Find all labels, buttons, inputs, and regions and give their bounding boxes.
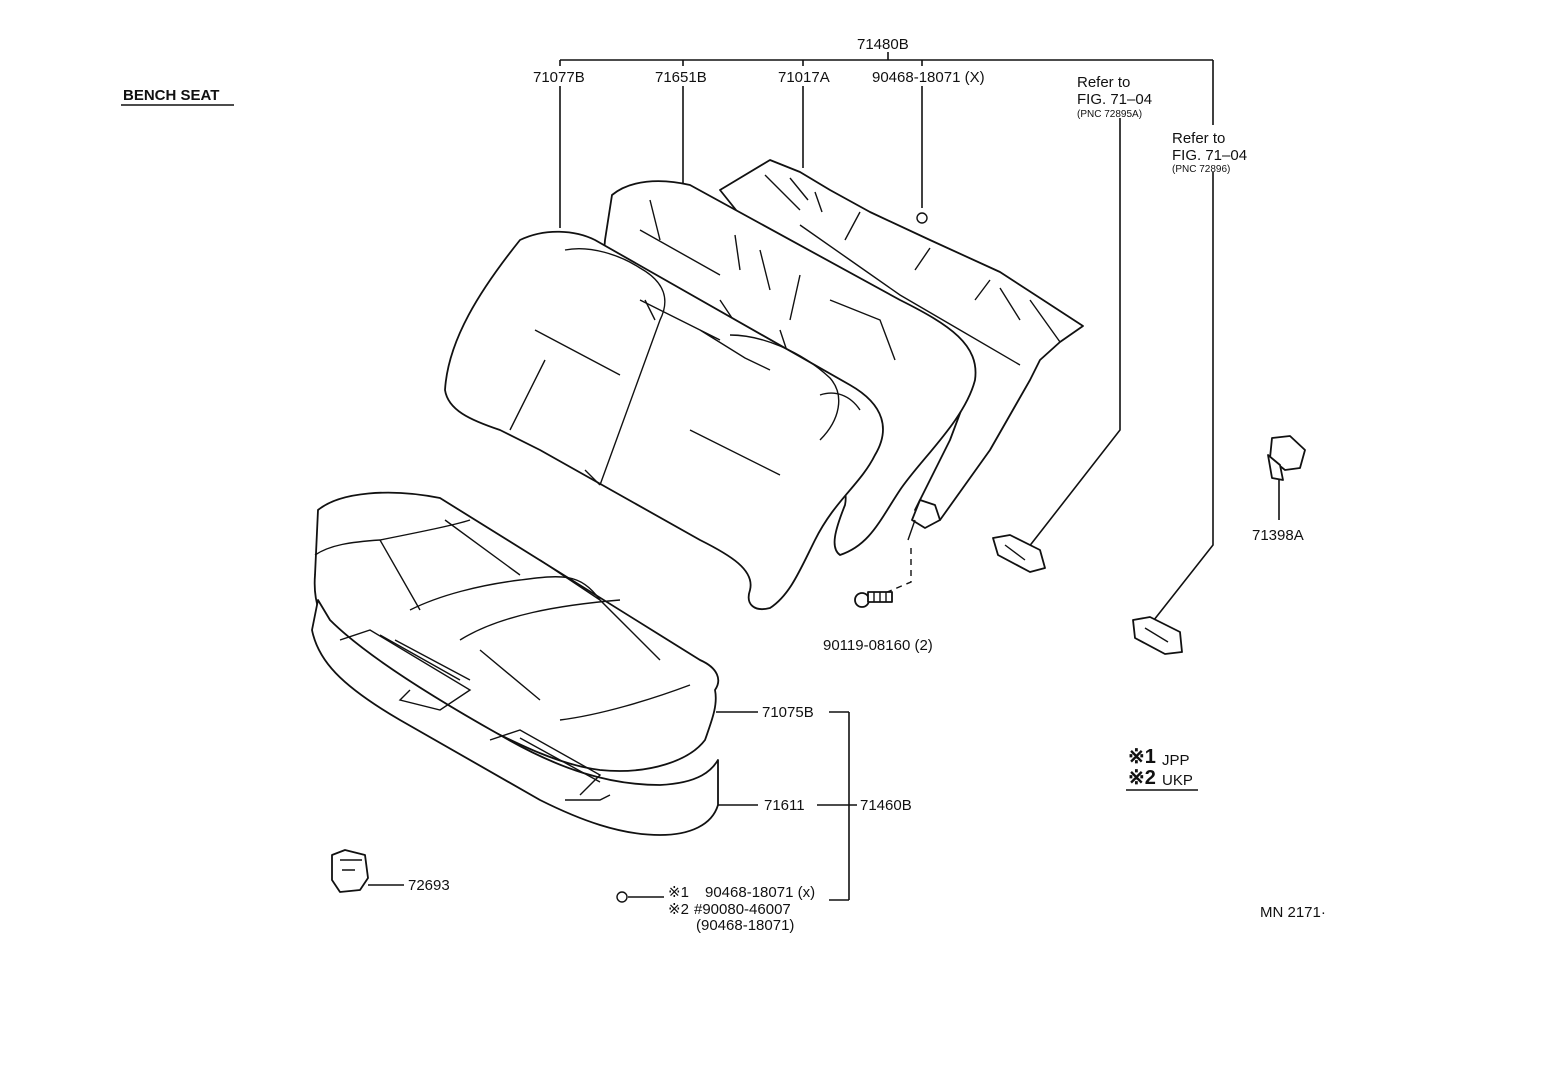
label-71611: 71611 bbox=[764, 797, 805, 814]
hinge-cover-icon bbox=[1267, 435, 1306, 481]
legend-2-text: UKP bbox=[1162, 772, 1193, 789]
hinge-cover-72895a-icon bbox=[992, 534, 1046, 573]
leader-lines bbox=[368, 52, 1280, 901]
refer-1-line-3: (PNC 72895A) bbox=[1077, 109, 1142, 120]
clip-72693-icon bbox=[331, 849, 369, 893]
seatback-clip bbox=[907, 499, 941, 541]
legend-2-mark: ※2 bbox=[1128, 767, 1156, 789]
refer-2-line-1: Refer to bbox=[1172, 130, 1225, 147]
label-71398a: 71398A bbox=[1252, 527, 1304, 544]
label-71075b: 71075B bbox=[762, 704, 814, 721]
label-71017a: 71017A bbox=[778, 69, 830, 86]
diagram-title: BENCH SEAT bbox=[123, 87, 219, 104]
refer-2-line-3: (PNC 72896) bbox=[1172, 164, 1230, 175]
region-legend: ※1 JPP ※2 UKP bbox=[1126, 746, 1198, 791]
legend-1-text: JPP bbox=[1162, 752, 1190, 769]
hog-ring-1-mark: ※1 bbox=[668, 884, 689, 901]
refer-1-line-1: Refer to bbox=[1077, 74, 1130, 91]
label-71651b: 71651B bbox=[655, 69, 707, 86]
cushion-pad bbox=[311, 599, 719, 836]
seatback-cover bbox=[444, 230, 884, 610]
hog-ring-2-mark: ※2 bbox=[668, 901, 689, 918]
cushion-cover bbox=[313, 491, 720, 772]
label-90119-08160: 90119-08160 (2) bbox=[823, 637, 933, 654]
hog-ring-icon bbox=[616, 891, 628, 903]
hog-ring-2-part: #90080-46007 bbox=[694, 901, 791, 918]
refer-1-line-2: FIG. 71–04 bbox=[1077, 91, 1152, 108]
label-72693: 72693 bbox=[408, 877, 450, 894]
diagram-code: MN 2171· bbox=[1260, 904, 1326, 921]
hog-ring-2-alt: (90468-18071) bbox=[696, 917, 794, 934]
hog-ring-1-part: 90468-18071 (x) bbox=[705, 884, 815, 901]
label-90468-18071-x: 90468-18071 (X) bbox=[872, 69, 985, 86]
legend-1-mark: ※1 bbox=[1128, 746, 1156, 768]
refer-2-line-2: FIG. 71–04 bbox=[1172, 147, 1247, 164]
label-71480b: 71480B bbox=[857, 36, 909, 53]
label-71460b: 71460B bbox=[860, 797, 912, 814]
label-71077b: 71077B bbox=[533, 69, 585, 86]
hinge-cover-72896-icon bbox=[1132, 616, 1183, 655]
bolt-icon bbox=[854, 591, 893, 608]
